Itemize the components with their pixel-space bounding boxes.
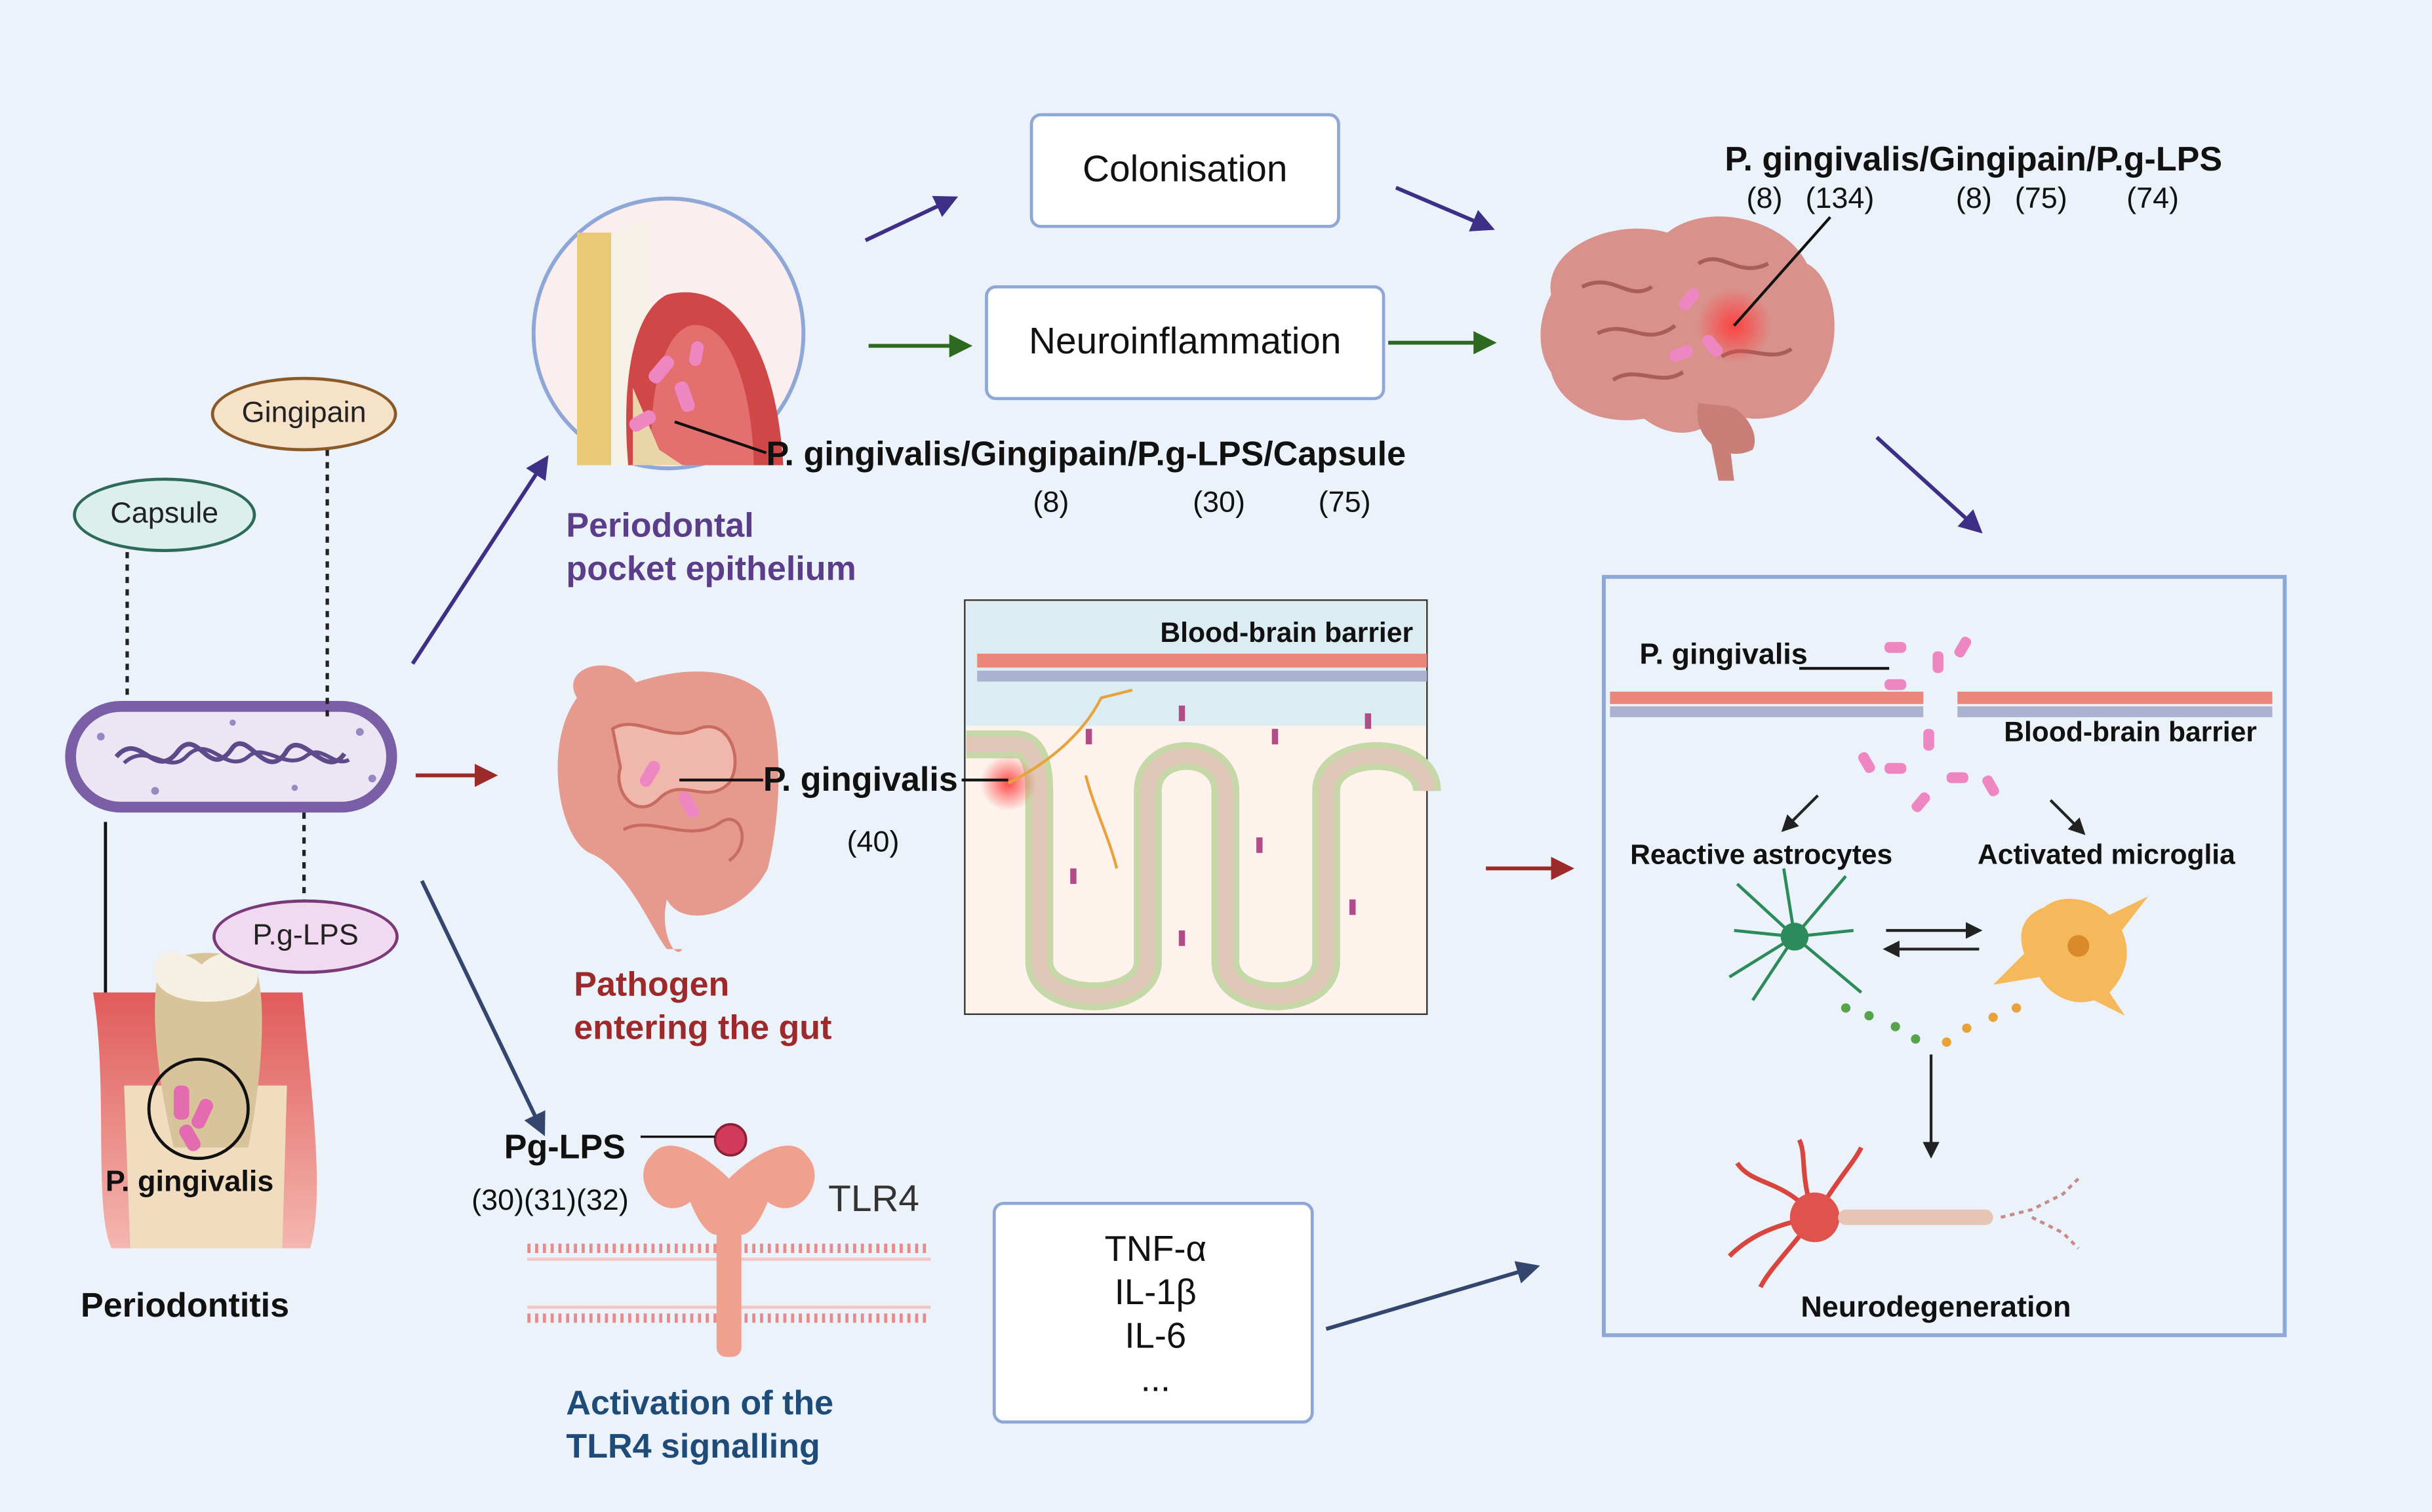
- tlr-label-line1: Activation of the: [566, 1383, 834, 1422]
- periodontal-pocket-icon: [531, 196, 806, 471]
- periodontitis-label: Periodontitis: [81, 1285, 290, 1324]
- tlr-label-line2: TLR4 signalling: [566, 1426, 820, 1466]
- capsule-label: Capsule: [73, 477, 256, 552]
- brain-ref-4: (75): [2014, 183, 2067, 216]
- cytokine-il6: IL-6: [1125, 1315, 1187, 1356]
- cytokine-more: ...: [1140, 1358, 1170, 1399]
- bbb-gut-label: Blood-brain barrier: [1160, 617, 1414, 648]
- cytokine-tnf: TNF-α: [1104, 1228, 1206, 1269]
- gut-pgingivalis-label: P. gingivalis: [763, 759, 958, 799]
- brain-ref-5: (74): [2126, 183, 2180, 216]
- brain-ref-1: (8): [1746, 183, 1783, 216]
- microglia-icon: [1993, 896, 2149, 1016]
- bbb-panel-icon: [1610, 636, 2273, 812]
- cytokine-il1b: IL-1β: [1114, 1271, 1197, 1312]
- bacterium-icon: [65, 701, 397, 813]
- tlr-refs: (30)(31)(32): [471, 1184, 629, 1218]
- panel-bbb-label: Blood-brain barrier: [2004, 716, 2257, 747]
- gingipain-label: Gingipain: [210, 376, 397, 452]
- brain-factors-title: P. gingivalis/Gingipain/P.g-LPS: [1724, 139, 2223, 178]
- pocket-ref-3: (75): [1318, 487, 1371, 520]
- pocket-ref-1: (8): [1033, 487, 1069, 520]
- tooth-icon: [92, 952, 317, 1248]
- tlr4-receptor-icon: [527, 1123, 931, 1357]
- tlr4-label: TLR4: [828, 1178, 920, 1221]
- brain-icon: [1540, 216, 1835, 481]
- gut-label-line1: Pathogen: [574, 965, 730, 1004]
- astrocyte-icon: [1728, 868, 1863, 1001]
- pgingivalis-tooth-label: P. gingivalis: [105, 1166, 274, 1199]
- pglps-tlr-label: Pg-LPS: [504, 1127, 626, 1166]
- colonisation-box: Colonisation: [1029, 113, 1340, 228]
- pglps-label: P.g-LPS: [212, 899, 399, 974]
- brain-ref-3: (8): [1955, 183, 1992, 216]
- pocket-label-line1: Periodontal: [566, 506, 754, 545]
- astrocytes-label: Reactive astrocytes: [1630, 839, 1893, 870]
- intestine-icon: [557, 665, 779, 952]
- neuron-icon: [1728, 1138, 2080, 1288]
- brain-ref-2: (134): [1805, 183, 1875, 216]
- gut-villi-panel: [961, 599, 1441, 1015]
- pocket-ref-2: (30): [1193, 487, 1246, 520]
- neurodegeneration-label: Neurodegeneration: [1801, 1292, 2071, 1324]
- neuroinflammation-box: Neuroinflammation: [985, 285, 1385, 401]
- panel-pgingivalis-label: P. gingivalis: [1639, 639, 1808, 672]
- gut-ref: (40): [847, 826, 900, 860]
- gut-label-line2: entering the gut: [574, 1008, 832, 1047]
- pocket-factors-title: P. gingivalis/Gingipain/P.g-LPS/Capsule: [766, 434, 1406, 473]
- cytokine-box: TNF-α IL-1β IL-6 ...: [992, 1201, 1314, 1424]
- microglia-label: Activated microglia: [1978, 839, 2235, 870]
- pocket-label-line2: pocket epithelium: [566, 549, 856, 588]
